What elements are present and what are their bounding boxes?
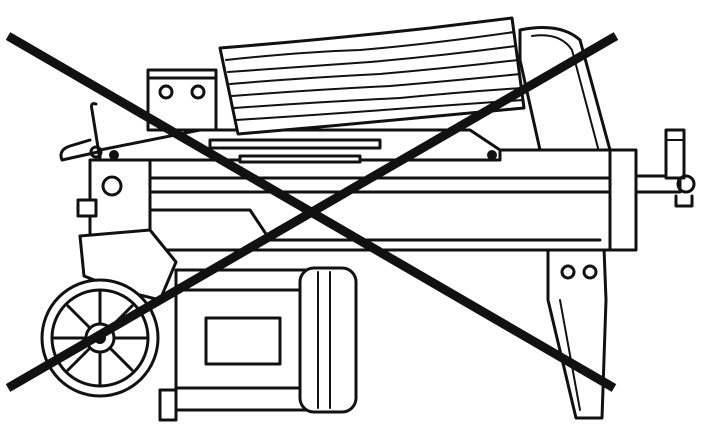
electric-motor-icon <box>158 266 358 422</box>
prohibition-cross-icon <box>5 32 619 392</box>
rear-stand-icon <box>546 246 608 420</box>
log-icon <box>218 16 526 136</box>
rod-end-icon <box>634 128 696 208</box>
